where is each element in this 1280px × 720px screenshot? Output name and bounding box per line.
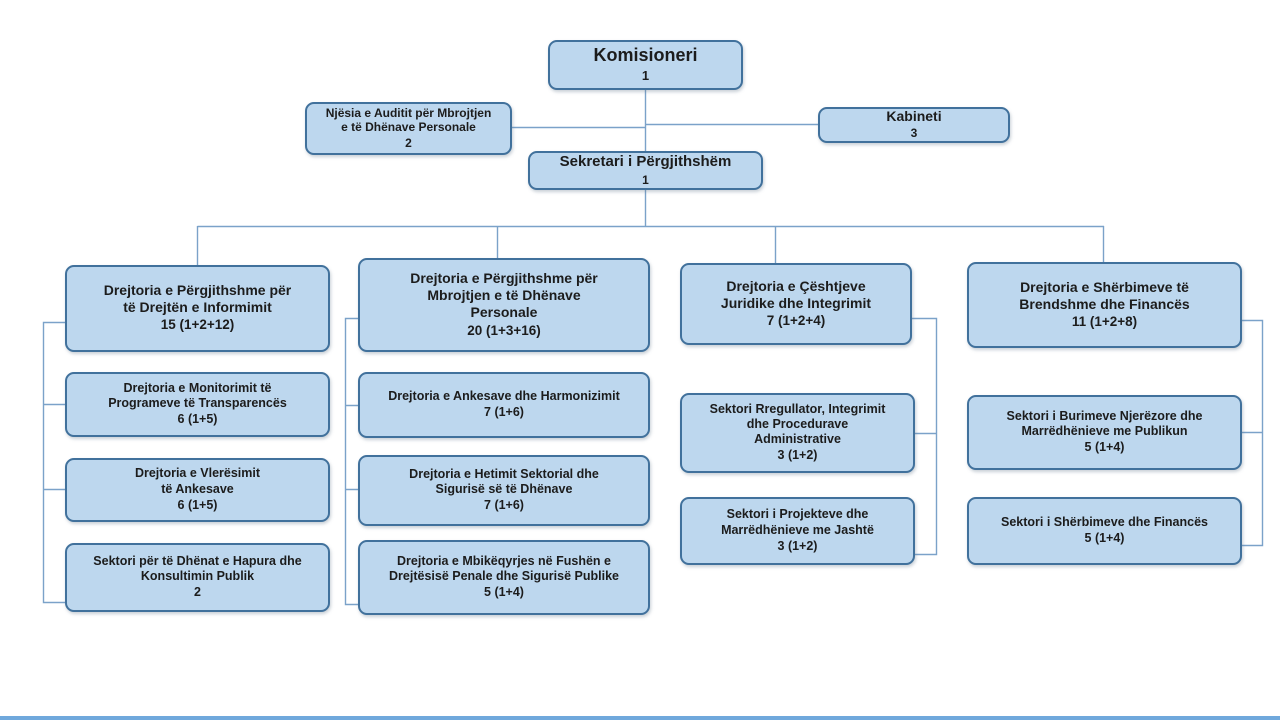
node-count: 7 (1+6): [484, 405, 524, 420]
node-count: 15 (1+2+12): [160, 317, 235, 333]
node-dir-criminal-oversight: Drejtoria e Mbikëqyrjes në Fushën e Drej…: [358, 540, 650, 615]
bottom-border-strip: [0, 716, 1280, 720]
node-count: 1: [642, 172, 649, 187]
node-sector-hr-public: Sektori i Burimeve Njerëzore dhe Marrëdh…: [967, 395, 1242, 470]
node-count: 3: [910, 126, 918, 141]
node-title: Sektori i Projekteve dhe Marrëdhënieve m…: [721, 507, 874, 537]
node-dir-gen-data-protection: Drejtoria e Përgjithshme për Mbrojtjen e…: [358, 258, 650, 352]
connector-bracket-col3: [912, 317, 938, 556]
node-count: 2: [194, 585, 201, 600]
node-dir-internal-services: Drejtoria e Shërbimeve të Brendshme dhe …: [967, 262, 1242, 348]
node-count: 5 (1+4): [1084, 440, 1125, 455]
node-count: 3 (1+2): [777, 538, 818, 553]
node-count: 5 (1+4): [1084, 531, 1125, 546]
node-commissioner: Komisioneri 1: [548, 40, 743, 90]
node-title: Sektori i Burimeve Njerëzore dhe Marrëdh…: [1006, 408, 1203, 439]
node-dir-legal-integrity: Drejtoria e Çështjeve Juridike dhe Integ…: [680, 263, 912, 345]
node-title: Kabineti: [886, 108, 942, 125]
node-title: Drejtoria e Vlerësimit të Ankesave: [134, 466, 261, 496]
node-title: Sektori Rregullator, Integrimit dhe Proc…: [709, 401, 886, 447]
connector-bracket-col4: [1242, 319, 1264, 547]
node-cabinet: Kabineti 3: [818, 107, 1010, 143]
node-title: Njësia e Auditit për Mbrojtjen e të Dhën…: [325, 105, 492, 135]
node-title: Sektori për të Dhënat e Hapura dhe Konsu…: [93, 553, 302, 584]
node-count: 5 (1+4): [484, 585, 524, 600]
node-audit-unit: Njësia e Auditit për Mbrojtjen e të Dhën…: [305, 102, 512, 155]
node-title: Drejtoria e Monitorimit të Programeve të…: [108, 380, 287, 411]
node-count: 7 (1+6): [484, 498, 524, 513]
node-count: 11 (1+2+8): [1071, 313, 1138, 329]
node-sector-projects: Sektori i Projekteve dhe Marrëdhënieve m…: [680, 497, 915, 565]
node-title: Drejtoria e Çështjeve Juridike dhe Integ…: [720, 277, 872, 311]
node-dir-sectoral-investigation: Drejtoria e Hetimit Sektorial dhe Siguri…: [358, 455, 650, 526]
node-secretary-general: Sekretari i Përgjithshëm 1: [528, 151, 763, 190]
node-sector-open-data: Sektori për të Dhënat e Hapura dhe Konsu…: [65, 543, 330, 612]
node-title: Drejtoria e Hetimit Sektorial dhe Siguri…: [409, 466, 599, 497]
node-title: Drejtoria e Përgjithshme për të Drejtën …: [103, 282, 292, 316]
node-count: 2: [405, 136, 412, 151]
node-count: 7 (1+2+4): [766, 312, 826, 328]
node-title: Sekretari i Përgjithshëm: [559, 153, 732, 171]
node-dir-complaints-harmonization: Drejtoria e Ankesave dhe Harmonizimit 7 …: [358, 372, 650, 438]
node-count: 20 (1+3+16): [467, 322, 541, 338]
node-title: Drejtoria e Mbikëqyrjes në Fushën e Drej…: [389, 553, 619, 584]
node-title: Drejtoria e Përgjithshme për Mbrojtjen e…: [410, 270, 598, 321]
node-count: 6 (1+5): [177, 497, 218, 512]
node-count: 1: [641, 68, 650, 84]
node-dir-complaints-evaluation: Drejtoria e Vlerësimit të Ankesave 6 (1+…: [65, 458, 330, 522]
node-dir-gen-information: Drejtoria e Përgjithshme për të Drejtën …: [65, 265, 330, 352]
node-title: Drejtoria e Shërbimeve të Brendshme dhe …: [1019, 278, 1190, 312]
node-count: 3 (1+2): [777, 448, 818, 463]
node-title: Komisioneri: [593, 45, 698, 66]
node-sector-services-finance: Sektori i Shërbimeve dhe Financës 5 (1+4…: [967, 497, 1242, 565]
connector-bracket-col2: [344, 317, 358, 606]
node-title: Sektori i Shërbimeve dhe Financës: [1000, 514, 1209, 529]
node-count: 6 (1+5): [177, 412, 218, 427]
node-title: Drejtoria e Ankesave dhe Harmonizimit: [388, 388, 620, 403]
node-sector-regulatory: Sektori Rregullator, Integrimit dhe Proc…: [680, 393, 915, 473]
connector-bracket-col1: [42, 321, 65, 604]
node-dir-transparency-monitoring: Drejtoria e Monitorimit të Programeve të…: [65, 372, 330, 437]
